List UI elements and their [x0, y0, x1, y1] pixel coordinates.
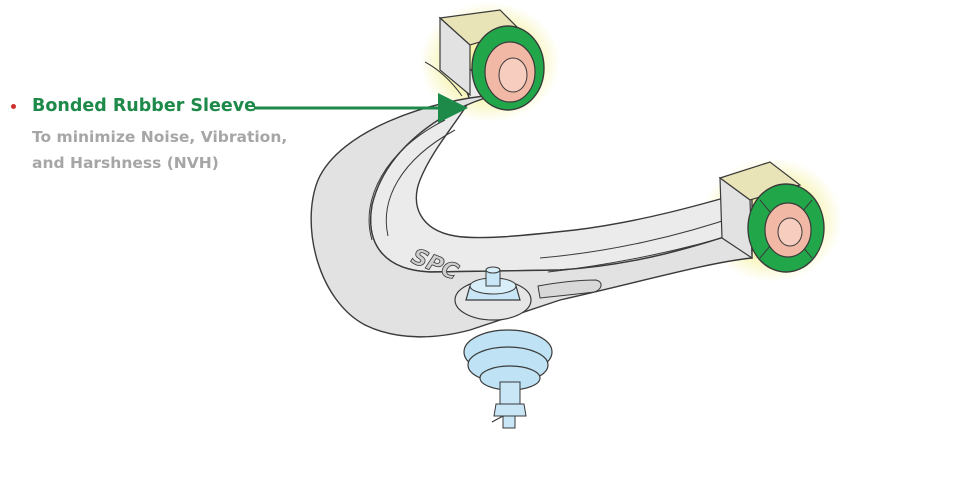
callout-description-line1: To minimize Noise, Vibration, [32, 128, 288, 146]
rear-bushing [718, 161, 825, 273]
ball-joint [454, 266, 553, 429]
callout-description: To minimize Noise, Vibration, and Harshn… [32, 124, 287, 176]
callout-description-line2: and Harshness (NVH) [32, 154, 219, 172]
upper-bushing [438, 9, 545, 111]
callout-title: Bonded Rubber Sleeve [32, 96, 257, 116]
bullet-dot [11, 104, 16, 109]
